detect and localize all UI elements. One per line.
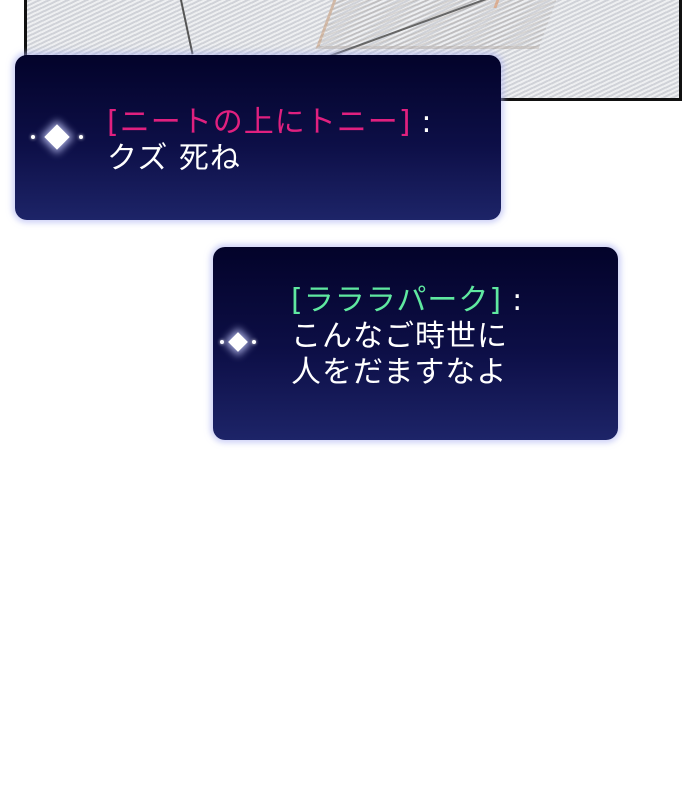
message-line: こんなご時世に [291,319,508,354]
diamond-sparkle-icon [208,327,268,357]
panel-line [177,0,194,55]
panel-sketch [315,0,562,49]
message-text: [ラララパーク]: こんなご時世に 人をだますなよ [291,283,523,391]
message-box-1: [ニートの上にトニー]: クズ 死ね [15,55,501,220]
speaker-name: [ラララパーク] [291,283,503,318]
speaker-colon: : [512,283,524,318]
message-text: [ニートの上にトニー]: クズ 死ね [107,105,433,177]
message-line: 人をだますなよ [291,355,508,390]
message-line: クズ 死ね [107,141,241,176]
diamond-sparkle-icon [27,122,87,152]
speaker-line: [ラララパーク]: [291,283,523,319]
speaker-colon: : [421,105,433,140]
speaker-name: [ニートの上にトニー] [107,105,412,140]
speaker-line: [ニートの上にトニー]: [107,105,433,141]
message-box-2: [ラララパーク]: こんなご時世に 人をだますなよ [213,247,618,440]
